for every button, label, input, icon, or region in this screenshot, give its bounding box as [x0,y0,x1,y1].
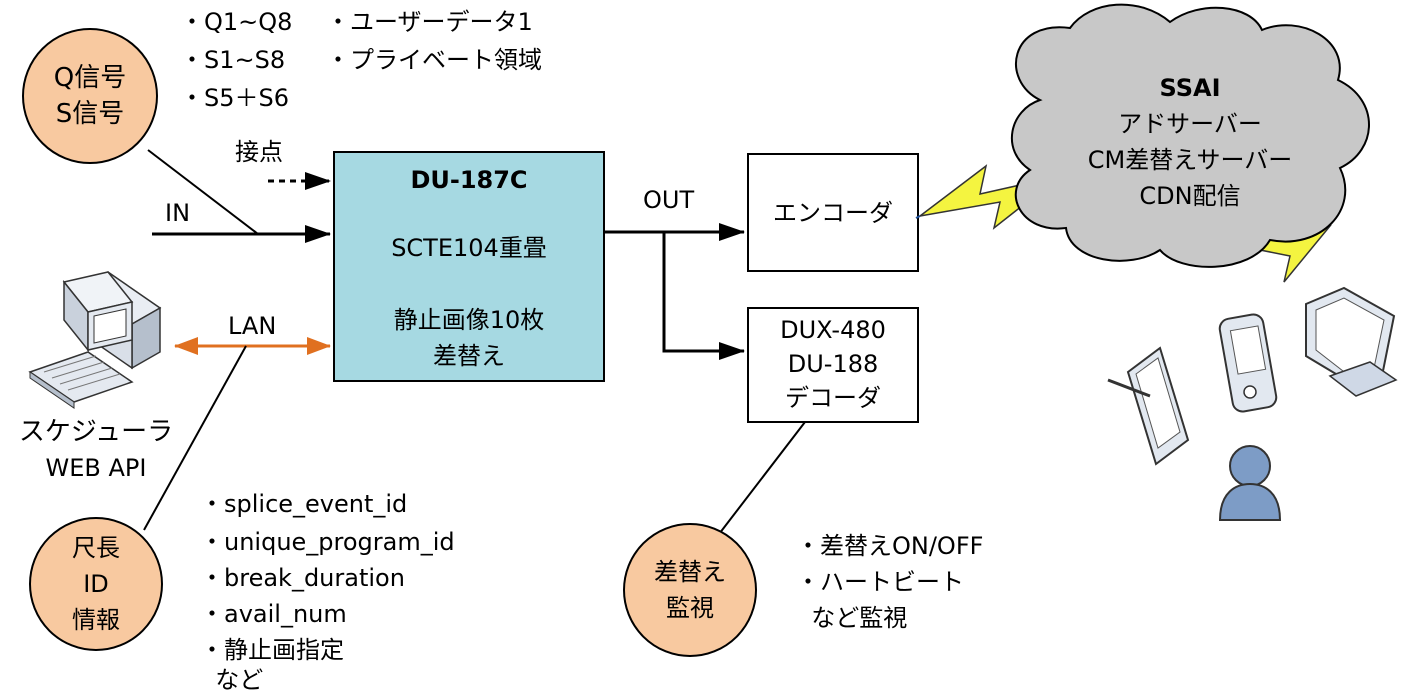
phone-icon [1218,313,1278,413]
contact-label: 接点 [235,138,283,166]
userdata-list-item: ・プライベート領域 [326,46,542,74]
monitor-icon [1305,286,1398,397]
monitor-list-item: ・差替えON/OFF [796,532,983,560]
id-list-item: ・avail_num [200,600,347,628]
decoder-box: DUX-480 DU-188 デコーダ [747,307,919,423]
id-bubble-line2: ID [83,570,109,598]
id-bubble-circle [29,517,163,651]
signal-connector [147,149,259,235]
user-icon [1218,445,1282,521]
monitor-bubble-line2: 監視 [666,594,714,622]
cloud-line2: CM差替えサーバー [1088,146,1293,174]
cloud-title: SSAI [1160,74,1221,102]
signal-bubble-line2: S信号 [56,99,125,129]
monitor-list-item: など監視 [796,604,907,632]
du187c-rect [333,151,605,382]
du187c-title: DU-187C [410,166,527,194]
signal-list-item: ・S5＋S6 [180,84,289,112]
signal-bubble-circle [22,28,158,164]
signal-bubble: Q信号 S信号 [22,28,158,164]
cloud-shape [1011,3,1370,268]
id-list-item: ・静止画指定 [200,636,344,664]
signal-bubble-line1: Q信号 [54,63,126,93]
scheduler-line2: WEB API [46,454,147,482]
scheduler-line1: スケジューラ [19,417,173,447]
signal-list-item: ・S1~S8 [180,46,285,74]
ssai-cloud: SSAI アドサーバー CM差替えサーバー CDN配信 [1011,3,1370,268]
monitor-bubble-line1: 差替え [654,558,726,586]
du187c-line1: SCTE104重畳 [391,234,547,262]
id-list-item: ・splice_event_id [200,490,407,518]
in-label: IN [165,199,190,227]
signal-list-item: ・Q1~Q8 [180,8,292,36]
monitor-bubble: 差替え 監視 [623,523,757,657]
encoder-label: エンコーダ [773,199,893,227]
id-bubble-line1: 尺長 [72,534,120,562]
decoder-rect [747,307,919,423]
id-list-item: ・unique_program_id [200,528,455,556]
monitor-list: ・差替えON/OFF ・ハートビート など監視 [796,532,983,632]
cloud-line1: アドサーバー [1118,110,1262,138]
decoder-arrow [662,232,745,360]
id-list-item: など [200,666,263,691]
cloud-line3: CDN配信 [1139,182,1240,210]
monitor-list-item: ・ハートビート [796,568,964,596]
decoder-line3: デコーダ [785,384,881,412]
lan-label: LAN [228,312,276,340]
signal-list: ・Q1~Q8 ・S1~S8 ・S5＋S6 [180,8,292,112]
monitor-bubble-circle [623,523,757,657]
du187c-line3: 差替え [433,342,505,370]
du187c-line2: 静止画像10枚 [394,306,545,334]
monitor-connector [715,421,806,539]
du187c-box: DU-187C SCTE104重畳 静止画像10枚 差替え [333,151,605,382]
scheduler-pc-icon [28,271,162,409]
id-bubble: 尺長 ID 情報 [29,517,163,651]
id-list-item: ・break_duration [200,564,405,592]
decoder-line2: DU-188 [788,350,879,378]
tablet-icon [1107,346,1190,466]
id-bubble-line3: 情報 [72,606,120,634]
encoder-rect [747,153,919,272]
out-label: OUT [643,186,694,214]
userdata-list-item: ・ユーザーデータ1 [326,8,533,36]
id-list: ・splice_event_id ・unique_program_id ・bre… [200,490,455,691]
id-connector [143,345,247,531]
encoder-box: エンコーダ [747,153,919,272]
decoder-line1: DUX-480 [780,316,886,344]
userdata-list: ・ユーザーデータ1 ・プライベート領域 [326,8,542,74]
